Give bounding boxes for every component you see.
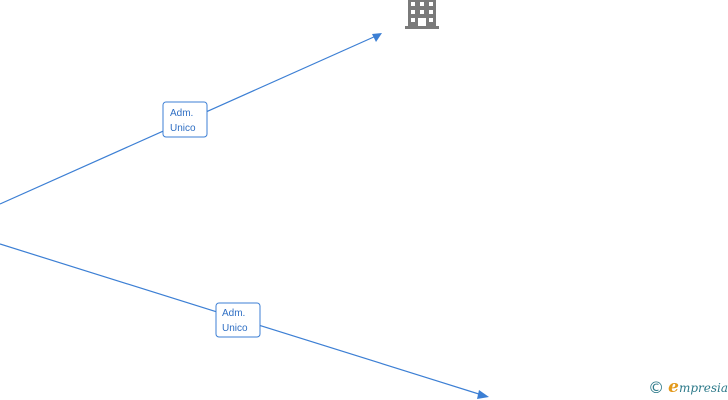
edge-upper-label[interactable]: Adm. Unico: [162, 101, 208, 138]
edge-lower-label-line1: Adm.: [222, 308, 245, 319]
copyright-footer: © empresia: [648, 379, 728, 397]
brand-logo-text: mpresia: [678, 381, 728, 395]
edge-lower-label-line2: Unico: [222, 323, 248, 334]
edge-upper-label-line1: Adm.: [170, 108, 193, 119]
edge-upper-arrowhead: [372, 33, 382, 42]
edge-upper-label-line2: Unico: [170, 123, 196, 134]
copyright-symbol: ©: [648, 378, 665, 397]
edge-lower-label[interactable]: Adm. Unico: [215, 302, 261, 338]
brand-logo-initial: e: [668, 377, 679, 397]
edge-lower: Adm. Unico: [0, 243, 489, 399]
edge-upper: Adm. Unico: [0, 33, 382, 205]
brand-logo[interactable]: empresia: [668, 379, 728, 397]
building-icon[interactable]: [405, 0, 439, 29]
edge-lower-arrowhead: [477, 390, 489, 399]
